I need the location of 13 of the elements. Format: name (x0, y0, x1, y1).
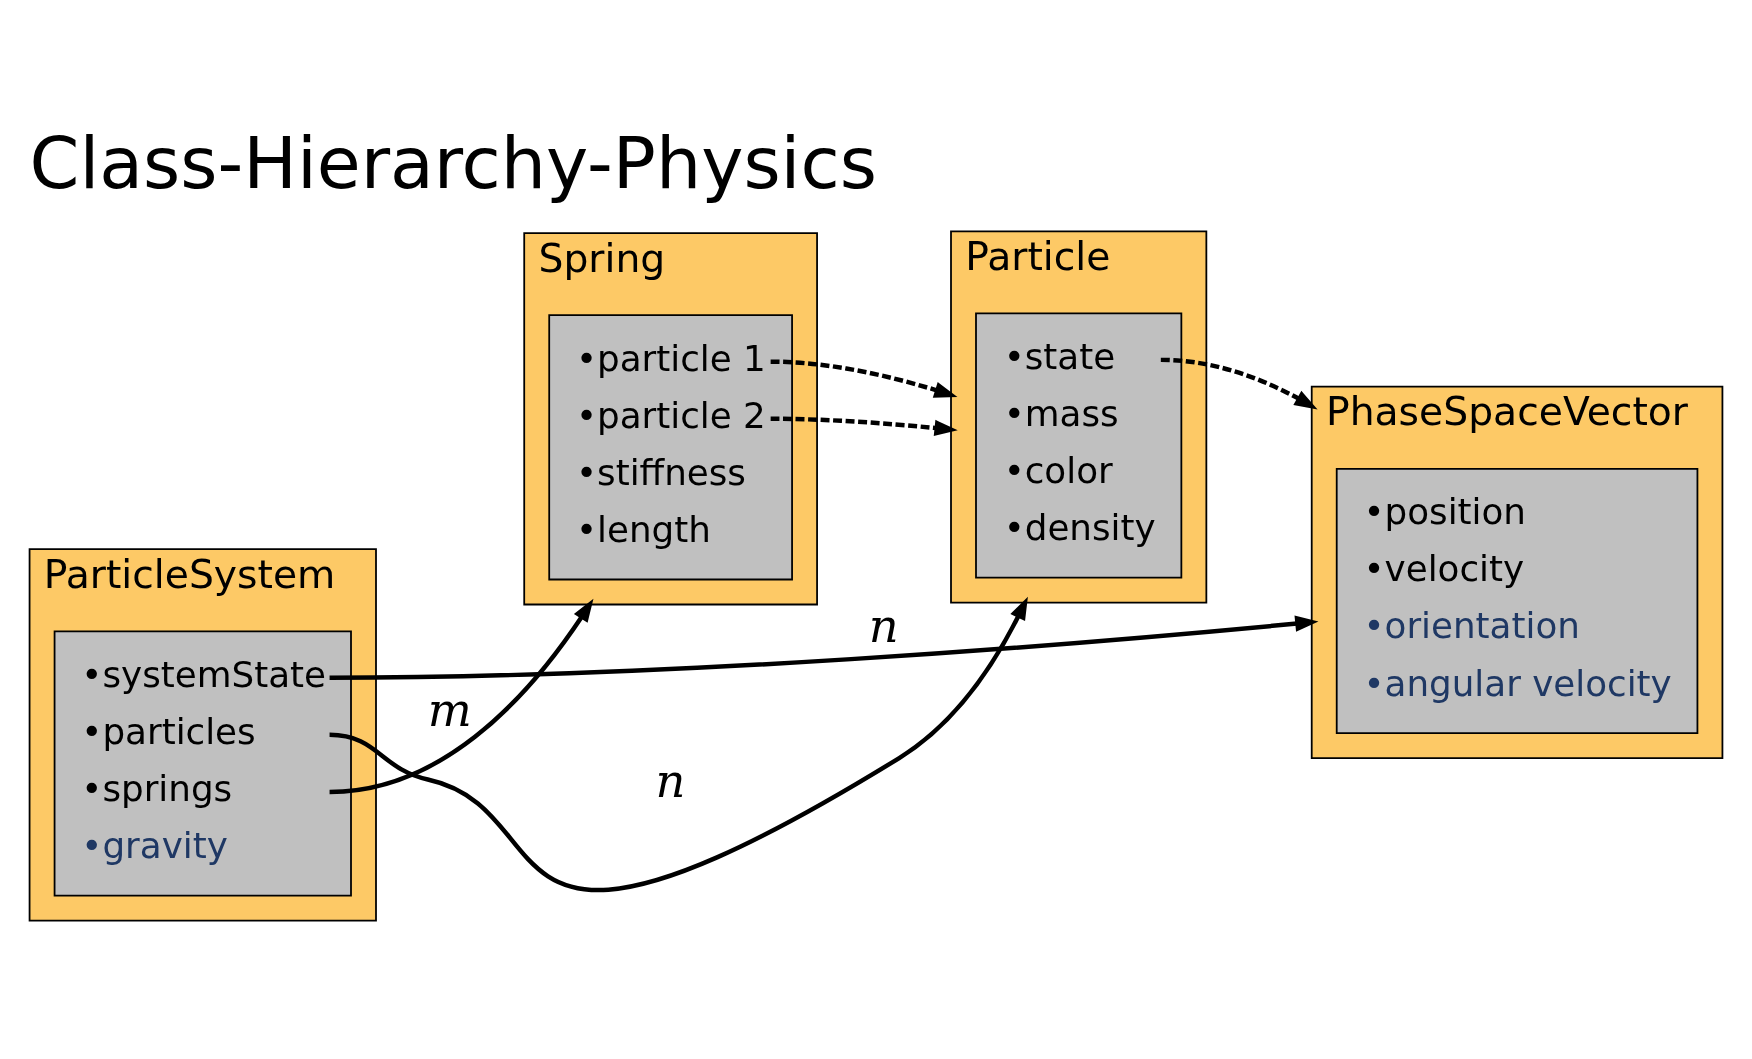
arrow (770, 416, 958, 437)
edge-label: m (427, 682, 472, 737)
node-box: •state •mass •color •density (975, 312, 1183, 579)
arrow (329, 598, 594, 795)
arrow (329, 615, 1319, 680)
node-box: •particle 1 •particle 2 •stiffness •length (548, 314, 793, 581)
edge-label: n (655, 754, 686, 808)
node-box: •systemState •particles •springs •gravity (53, 630, 352, 897)
diagram-title: Class-Hierarchy-Physics (29, 122, 877, 206)
arrow (770, 359, 958, 398)
node-box: •position •velocity •orientation •angular velocity (1335, 467, 1699, 734)
edge-label: n (868, 598, 899, 653)
arrow (1160, 357, 1318, 410)
